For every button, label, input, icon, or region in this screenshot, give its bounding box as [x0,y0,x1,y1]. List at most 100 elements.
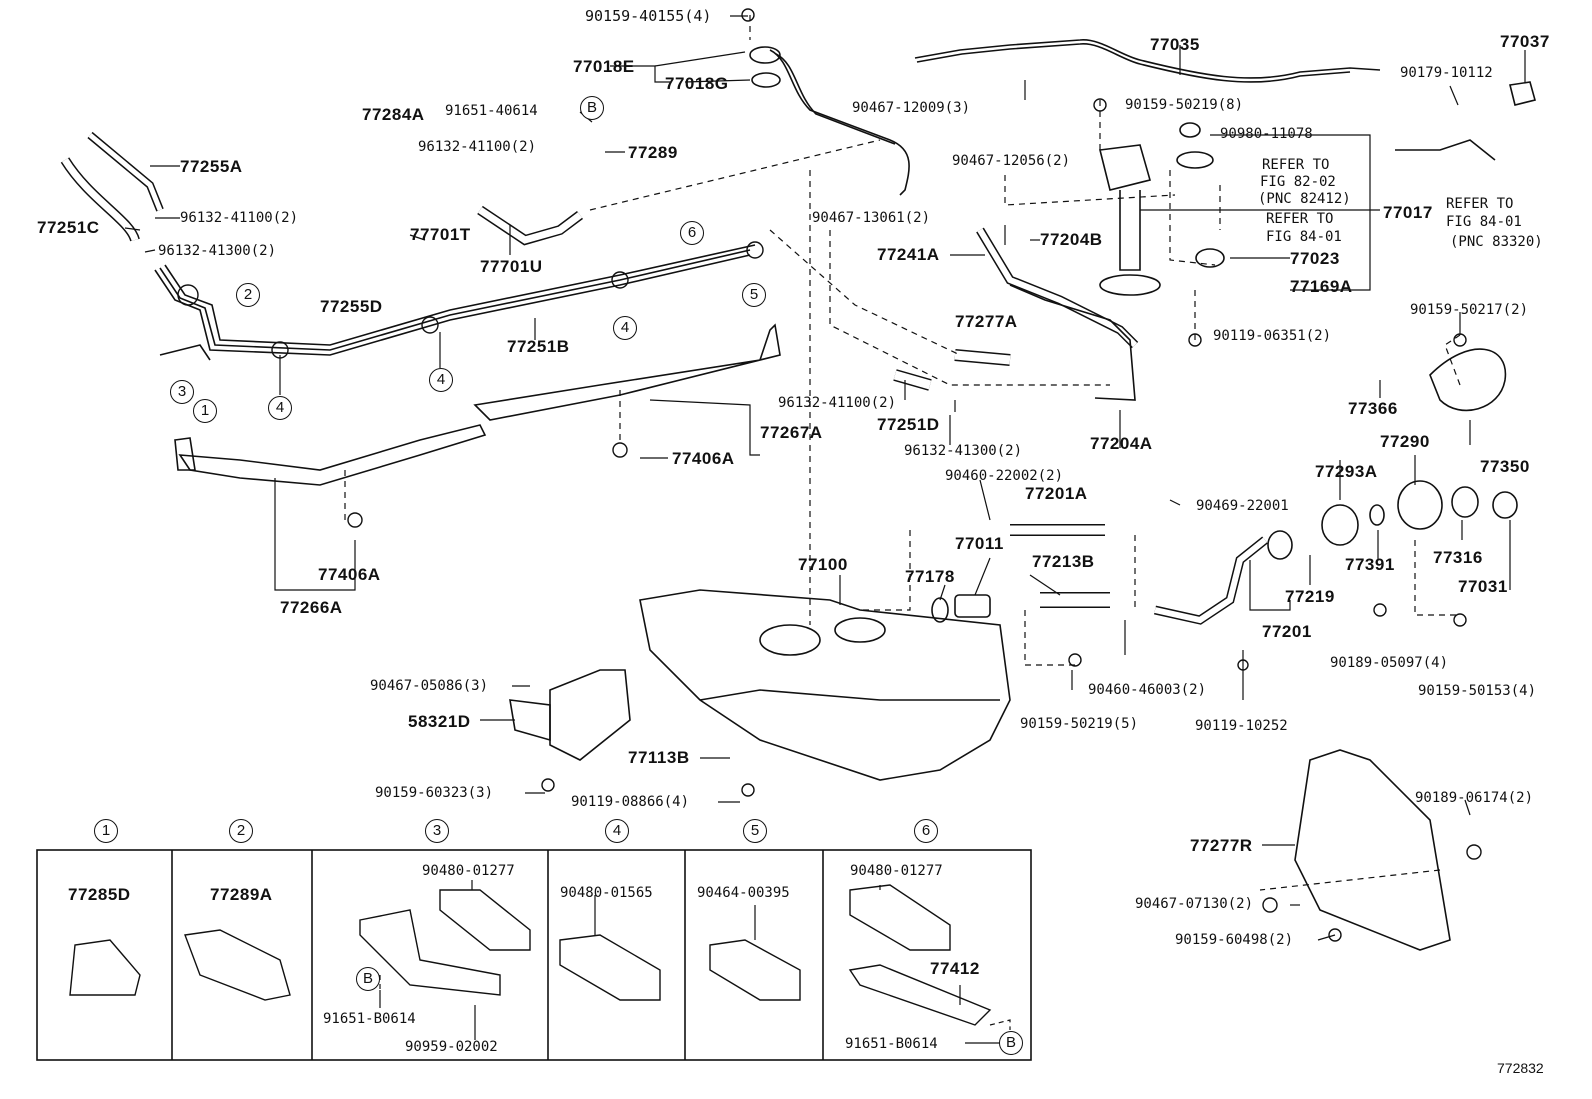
label-90189-05097: 90189-05097(4) [1330,655,1449,671]
label-58321D: 58321D [408,712,471,731]
label-77277R: 77277R [1190,836,1253,855]
label-77284A: 77284A [362,105,425,124]
label-90119-10252: 90119-10252 [1195,718,1288,734]
table-part-90480-01565: 90480-01565 [560,885,653,901]
label-90159-50219-8: 90159-50219(8) [1125,97,1244,113]
callout-1: 1 [193,399,217,423]
label-96132-41100-a: 96132-41100(2) [418,139,537,155]
label-77701U: 77701U [480,257,543,276]
callout-4b: 4 [429,368,453,392]
label-77251B: 77251B [507,337,570,356]
cap-shape [749,46,781,64]
table-part-90480-01277-b: 90480-01277 [850,863,943,879]
label-77035: 77035 [1150,35,1200,54]
label-90119-08866: 90119-08866(4) [571,794,690,810]
label-77267A: 77267A [760,423,823,442]
label-90980-11078: 90980-11078 [1220,126,1313,142]
label-77100: 77100 [798,555,848,574]
callout-4c: 4 [613,316,637,340]
refer-3-line1: REFER TO [1446,196,1514,212]
label-77289: 77289 [628,143,678,162]
label-90467-07130: 90467-07130(2) [1135,896,1254,912]
refer-3-line3: (PNC 83320) [1450,234,1543,250]
label-96132-41300-a: 96132-41300(2) [158,243,277,259]
label-77037: 77037 [1500,32,1550,51]
label-77178: 77178 [905,567,955,586]
label-90159-60323: 90159-60323(3) [375,785,494,801]
label-77255A: 77255A [180,157,243,176]
label-91651-40614: 91651-40614 [445,103,538,119]
table-part-77412: 77412 [930,959,980,978]
label-77701T: 77701T [410,225,471,244]
callout-3: 3 [170,380,194,404]
label-90159-50219-5: 90159-50219(5) [1020,716,1139,732]
label-77213B: 77213B [1032,552,1095,571]
label-77350: 77350 [1480,457,1530,476]
label-90467-12056: 90467-12056(2) [952,153,1071,169]
label-90159-50217: 90159-50217(2) [1410,302,1529,318]
table-header-4: 4 [605,819,629,843]
clamp-table-frame [36,849,1032,1061]
table-header-1: 1 [94,819,118,843]
refer-1-line2: FIG 82-02 [1260,174,1336,190]
label-77011: 77011 [955,534,1004,553]
table-part-90464-00395: 90464-00395 [697,885,790,901]
label-77204A: 77204A [1090,434,1153,453]
label-77204B: 77204B [1040,230,1103,249]
label-90469-22001: 90469-22001 [1196,498,1289,514]
table-header-6: 6 [914,819,938,843]
refer-1-line1: REFER TO [1262,157,1330,173]
label-90467-05086: 90467-05086(3) [370,678,489,694]
label-77219: 77219 [1285,587,1335,606]
protector-77277R-shape [1294,749,1451,951]
label-90189-06174: 90189-06174(2) [1415,790,1534,806]
fuel-door-77350-shape [1429,348,1507,412]
table-part-90959-02002: 90959-02002 [405,1039,498,1055]
callout-2: 2 [236,283,260,307]
table-part-91651-B0614-a: 91651-B0614 [323,1011,416,1027]
fuel-tank-77100-shape [639,589,1011,781]
table-header-3: 3 [425,819,449,843]
label-90467-13061: 90467-13061(2) [812,210,931,226]
label-77023: 77023 [1290,249,1340,268]
label-77266A: 77266A [280,598,343,617]
callout-4a: 4 [268,396,292,420]
callout-5: 5 [742,283,766,307]
ring-77169A-shape [1099,274,1161,296]
label-77031: 77031 [1458,577,1508,596]
label-96132-41300-b: 96132-41300(2) [904,443,1023,459]
refer-2-line2: FIG 84-01 [1266,229,1342,245]
label-77017: 77017 [1383,203,1433,222]
label-90159-50153: 90159-50153(4) [1418,683,1537,699]
label-77366: 77366 [1348,399,1398,418]
label-77018G: 77018G [665,74,729,93]
pipe-77255D-shape [154,254,751,356]
refer-2-line1: REFER TO [1266,211,1334,227]
label-77293A: 77293A [1315,462,1378,481]
table-header-2: 2 [229,819,253,843]
label-96132-41100-b: 96132-41100(2) [180,210,299,226]
label-77201: 77201 [1262,622,1312,641]
clip-77037-shape [1509,81,1536,106]
label-77169A: 77169A [1290,277,1353,296]
shield-58321D-shape [549,669,631,761]
label-77251D: 77251D [877,415,940,434]
label-90179-10112: 90179-10112 [1400,65,1493,81]
label-77316: 77316 [1433,548,1483,567]
label-77277A: 77277A [955,312,1018,331]
callout-B-top: B [580,96,604,120]
label-77391: 77391 [1345,555,1395,574]
refer-1-line3: (PNC 82412) [1258,191,1351,207]
label-90159-60498: 90159-60498(2) [1175,932,1294,948]
cable-shape [914,39,1381,79]
label-77113B: 77113B [628,748,690,767]
table-callout-B-3: B [356,967,380,991]
table-part-77285D: 77285D [68,885,131,904]
refer-3-line2: FIG 84-01 [1446,214,1522,230]
table-part-77289A: 77289A [210,885,273,904]
label-90460-46003: 90460-46003(2) [1088,682,1207,698]
label-96132-41100-c: 96132-41100(2) [778,395,897,411]
label-77241A: 77241A [877,245,940,264]
